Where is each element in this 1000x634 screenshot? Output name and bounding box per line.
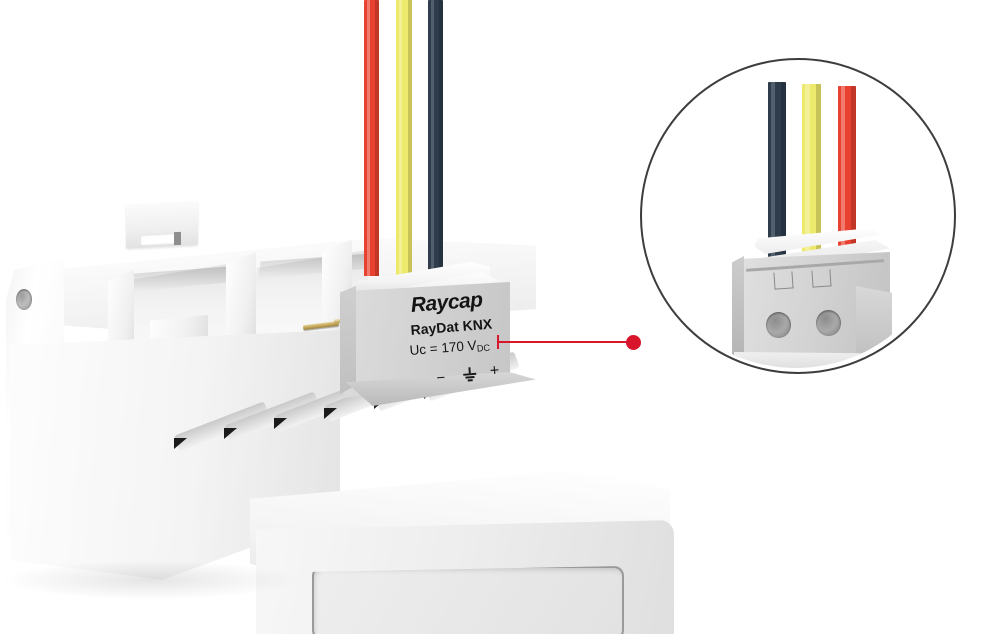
detail-screw-hole [766,312,791,338]
terminal-ground-symbol [461,367,478,384]
module-left-face [340,286,356,394]
wire-navy [428,0,443,276]
illustration-title: Raycap RayDat KNX surge protection modul… [0,0,1,1]
terminal-negative-symbol: − [435,369,446,387]
din-rail-clip-notch [174,231,181,246]
detail-bracket-mark [811,269,832,288]
terminal-positive-symbol: + [489,362,500,380]
comb-recess [274,418,287,429]
wire-yellow [396,0,412,278]
detail-wire-yellow [802,84,821,260]
comb-recess [324,408,337,419]
wire-red [364,0,379,276]
enclosure-front-recess [312,566,624,634]
detail-wire-navy [768,82,786,260]
mounting-hole [16,289,32,310]
detail-connector-base [734,352,892,368]
detail-wire-red [838,86,856,260]
detail-screw-hole [816,310,841,336]
detail-bracket-mark [773,271,794,290]
detail-magnifier-content [642,60,950,368]
callout-leader-line [497,341,632,343]
module-rating-subscript: DC [476,342,491,354]
detail-connector-side [732,256,744,362]
comb-recess [174,438,187,449]
callout-end-dot [626,335,641,350]
comb-recess [224,428,237,439]
